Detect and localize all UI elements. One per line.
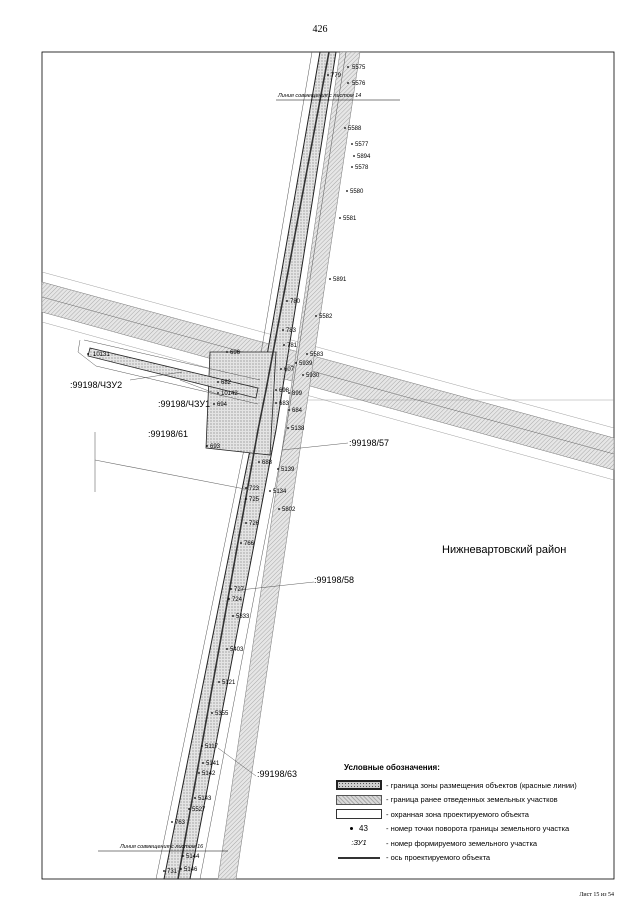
page-number: 426	[312, 24, 328, 35]
district-label: Нижневартовский район	[442, 544, 566, 556]
sheet-number: Лист 15 из 54	[579, 892, 614, 898]
point-label: 5582	[319, 314, 333, 320]
point-label: 5588	[348, 126, 362, 132]
point-label: 693	[210, 444, 221, 450]
point-label: 698	[279, 388, 290, 394]
match-line-14: Линия совмещения с листом 14	[277, 93, 361, 99]
object-axis	[177, 51, 330, 880]
section-label: :99198/58	[314, 575, 354, 585]
point-label: 5121	[222, 680, 236, 686]
point-label: 5527	[192, 807, 206, 813]
point-label: 781	[287, 343, 298, 349]
point-label: 5355	[215, 711, 229, 717]
protective-zone-symbol	[336, 809, 382, 820]
match-line-16: Линия совмещения с листом 16	[119, 844, 204, 850]
point-label: 766	[244, 541, 255, 547]
legend-text: - граница зоны размещения объектов (крас…	[386, 780, 577, 790]
red-line-symbol	[336, 780, 382, 791]
point-label: 5139	[281, 467, 295, 473]
point-label: 696	[230, 350, 241, 356]
plot-number-symbol: :ЗУ1	[351, 838, 367, 848]
legend-text: - охранная зона проектируемого объекта	[386, 809, 529, 819]
point-label: 5802	[282, 507, 296, 513]
point-label: 682	[221, 380, 232, 386]
point-label: 5143	[198, 796, 212, 802]
section-label: :99198/61	[148, 429, 188, 439]
point-label: 10131	[93, 352, 110, 358]
point-label: 5138	[291, 426, 305, 432]
point-label: 780	[290, 299, 301, 305]
point-label: 5142	[202, 771, 216, 777]
section-label: :99198/57	[349, 438, 389, 448]
prior-plots-strip	[217, 51, 361, 880]
point-label: 899	[292, 391, 303, 397]
section-label: :99198/63	[257, 769, 297, 779]
axis-symbol	[336, 853, 382, 863]
point-label: 5403	[230, 647, 244, 653]
point-label: 5146	[184, 867, 198, 873]
point-label: 5930	[306, 373, 320, 379]
point-label: 684	[292, 408, 303, 414]
section-label: :99198/ЧЗУ2	[70, 380, 122, 390]
point-sample: 43	[359, 824, 368, 834]
point-label: 5576	[352, 81, 366, 87]
point-label: 5134	[273, 489, 287, 495]
point-label: 5333	[236, 614, 250, 620]
turn-point-symbol: 43	[336, 824, 382, 834]
legend-item: - ось проектируемого объекта	[336, 851, 612, 866]
legend-item: - охранная зона проектируемого объекта	[336, 807, 612, 822]
legend-item: 43 - номер точки поворота границы земель…	[336, 822, 612, 837]
point-label: 694	[217, 402, 228, 408]
prior-plot-symbol	[336, 794, 382, 805]
point-label: 5578	[355, 165, 369, 171]
point-label: 727	[234, 587, 245, 593]
point-label: 724	[232, 597, 243, 603]
legend-item: :ЗУ1 - номер формируемого земельного уча…	[336, 836, 612, 851]
point-label: 5117	[205, 744, 219, 750]
legend-title: Условные обозначения:	[344, 763, 440, 772]
point-label: 683	[279, 401, 290, 407]
point-label: 779	[331, 73, 342, 79]
legend-text: - граница ранее отведенных земельных уча…	[386, 795, 558, 805]
legend-item: - граница зоны размещения объектов (крас…	[336, 778, 612, 793]
point-label: 723	[249, 486, 260, 492]
point-label: 763	[175, 820, 186, 826]
point-label: 5581	[343, 216, 357, 222]
point-label: 725	[249, 497, 260, 503]
branch-zone	[87, 347, 259, 399]
legend-text: - номер точки поворота границы земельног…	[386, 824, 570, 834]
point-label: 5891	[333, 277, 347, 283]
point-label: 5894	[357, 154, 371, 160]
point-label: 5583	[310, 352, 324, 358]
point-label: 731	[167, 869, 178, 875]
point-label: 5144	[186, 854, 200, 860]
point-label: 783	[286, 328, 297, 334]
section-label: :99198/ЧЗУ1	[158, 399, 210, 409]
point-label: 607	[284, 367, 295, 373]
point-label: 726	[249, 521, 260, 527]
point-label: 688	[262, 460, 273, 466]
point-label: 5939	[299, 361, 313, 367]
map-legend: Условные обозначения: - граница зоны раз…	[336, 763, 612, 865]
point-label: 5141	[206, 761, 220, 767]
legend-item: - граница ранее отведенных земельных уча…	[336, 793, 612, 808]
legend-text: - номер формируемого земельного участка	[386, 838, 538, 848]
point-label: 10142	[221, 391, 238, 397]
legend-text: - ось проектируемого объекта	[386, 853, 491, 863]
point-label: 5577	[355, 142, 369, 148]
point-label: 5580	[350, 189, 364, 195]
crossing-zone	[41, 281, 615, 471]
point-label: 5575	[352, 65, 366, 71]
turn-points: 5575 779 5576 5588 5577 5894 5578 5580 5…	[87, 65, 371, 875]
